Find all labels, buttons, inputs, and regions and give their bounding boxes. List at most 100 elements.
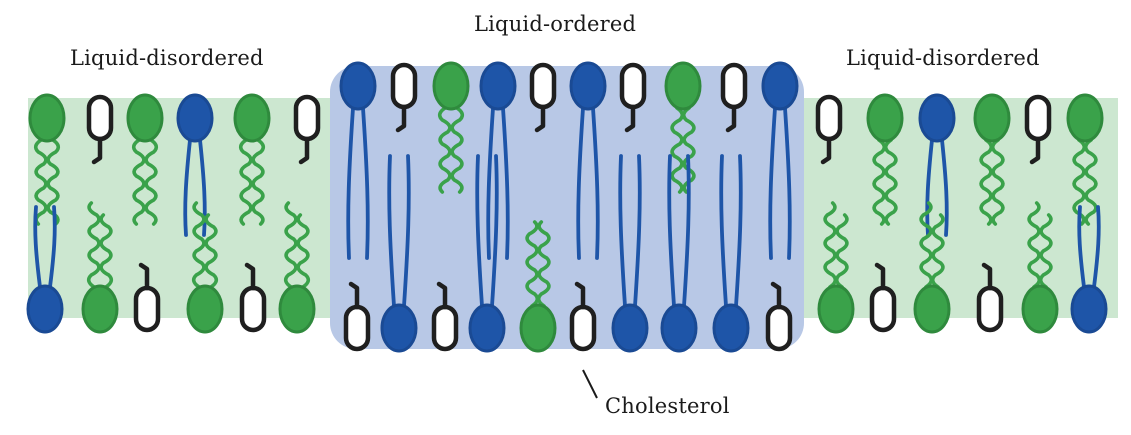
ld-left-top-2-head — [126, 93, 164, 143]
lo-bottom-6-tail-b — [633, 154, 642, 308]
lo-top-0-tail-b — [361, 106, 370, 260]
ld-left-top-4-tail-b — [251, 138, 266, 226]
ld-right-top-3-tail-b — [990, 138, 1005, 226]
ld-right-bottom-3-ring — [976, 285, 1004, 333]
cholesterol-label: Cholesterol — [605, 394, 730, 418]
ld-left-bottom-1-head — [81, 284, 119, 334]
ld-right-top-1-tail-b — [883, 138, 898, 226]
lo-bottom-1-tail-a — [387, 154, 396, 308]
lo-bottom-3-tail-b — [490, 154, 499, 308]
lo-top-3-head — [479, 61, 517, 111]
lo-bottom-0-ring — [343, 304, 371, 352]
ld-left-bottom-3-tail-a — [191, 201, 206, 289]
ld-left-top-0-tail-a — [33, 138, 48, 226]
ld-right-top-1-head — [866, 93, 904, 143]
lo-bottom-6-head — [611, 303, 649, 353]
ld-right-top-1-tail-a — [872, 138, 887, 226]
lo-bottom-5-ring — [569, 304, 597, 352]
lo-bottom-6-tail-a — [618, 154, 627, 308]
ld-right-top-4-ring — [1024, 94, 1052, 142]
lo-bottom-8-tail-a — [719, 154, 728, 308]
lo-top-9-head — [761, 61, 799, 111]
ld-right-top-5-head — [1066, 93, 1104, 143]
lo-bottom-1-head — [380, 303, 418, 353]
ld-right-top-0-ring — [815, 94, 843, 142]
lo-top-9-tail-b — [783, 106, 792, 260]
lo-bottom-8-tail-b — [734, 154, 743, 308]
ld-right-bottom-4-head — [1021, 284, 1059, 334]
ld-left-top-1-tail — [91, 136, 103, 165]
lo-top-2-head — [432, 61, 470, 111]
ld-left-top-4-head — [233, 93, 271, 143]
lo-bottom-9-tail — [770, 281, 782, 310]
lo-bottom-1-tail-b — [402, 154, 411, 308]
lo-top-5-tail-a — [576, 106, 585, 260]
lo-top-8-tail — [725, 104, 737, 133]
ld-right-bottom-1-tail — [874, 262, 886, 291]
ld-right-bottom-2-tail-b — [930, 213, 945, 289]
ld-right-top-5-tail-a — [1072, 138, 1087, 226]
ld-left-top-0-head — [28, 93, 66, 143]
lo-bottom-7-tail-a — [667, 154, 676, 308]
ld-left-bottom-5-head — [278, 284, 316, 334]
ld-left-top-0-tail-b — [46, 138, 61, 226]
ld-left-bottom-3-tail-b — [204, 213, 219, 289]
ld-right-top-2-tail-b — [940, 138, 949, 237]
lo-top-1-ring — [390, 62, 418, 110]
ld-left-bottom-3-head — [186, 284, 224, 334]
ld-left-top-3-tail-b — [198, 138, 207, 237]
lo-top-7-tail-b — [681, 106, 696, 194]
ld-left-top-1-ring — [86, 94, 114, 142]
lo-bottom-0-tail — [348, 281, 360, 310]
ld-right-top-5-tail-b — [1083, 138, 1098, 226]
liquid-disordered-label-left: Liquid-disordered — [70, 46, 264, 70]
ld-left-top-2-tail-b — [144, 138, 159, 226]
ld-right-top-3-head — [973, 93, 1011, 143]
ld-right-bottom-0-head — [817, 284, 855, 334]
ld-right-top-0-tail — [820, 136, 832, 165]
ld-left-bottom-1-tail-a — [86, 201, 101, 289]
ld-right-top-4-tail — [1029, 136, 1041, 165]
lo-top-5-head — [569, 61, 607, 111]
ld-right-bottom-5-tail-b — [1092, 205, 1101, 289]
ld-left-bottom-2-tail — [138, 262, 150, 291]
ld-left-bottom-1-tail-b — [99, 213, 114, 289]
ld-left-bottom-4-tail — [244, 262, 256, 291]
ld-left-bottom-2-ring — [133, 285, 161, 333]
liquid-ordered-label: Liquid-ordered — [474, 12, 637, 36]
lo-top-0-head — [339, 61, 377, 111]
ld-left-top-5-ring — [293, 94, 321, 142]
lo-top-7-tail-a — [670, 106, 685, 194]
lo-bottom-4-tail-b — [536, 220, 551, 308]
liquid-disordered-band-right — [804, 98, 1118, 318]
ld-right-bottom-5-tail-a — [1077, 205, 1086, 289]
ld-left-top-4-tail-a — [238, 138, 253, 226]
lo-top-6-tail — [624, 104, 636, 133]
ld-left-bottom-0-tail-b — [48, 205, 57, 289]
cholesterol-pointer-line — [582, 369, 598, 399]
lo-bottom-2-tail — [436, 281, 448, 310]
lipid-molecules — [26, 61, 1108, 353]
lo-bottom-5-tail — [574, 281, 586, 310]
lo-top-9-tail-a — [768, 106, 777, 260]
ld-left-top-3-head — [176, 93, 214, 143]
lo-bottom-2-ring — [431, 304, 459, 352]
lo-bottom-4-head — [519, 303, 557, 353]
lo-top-4-tail — [534, 104, 546, 133]
lo-top-5-tail-b — [591, 106, 600, 260]
ld-right-bottom-4-tail-a — [1027, 201, 1042, 289]
ld-right-bottom-5-head — [1070, 284, 1108, 334]
lo-bottom-8-head — [712, 303, 750, 353]
lo-top-8-ring — [720, 62, 748, 110]
lo-top-3-tail-b — [501, 106, 510, 260]
lo-bottom-4-tail-a — [525, 220, 540, 308]
ld-right-bottom-0-tail-a — [823, 201, 838, 289]
ld-right-top-2-head — [918, 93, 956, 143]
ld-left-bottom-0-head — [26, 284, 64, 334]
lo-top-1-tail — [395, 104, 407, 133]
lo-top-2-tail-a — [437, 106, 452, 194]
ld-right-top-3-tail-a — [979, 138, 994, 226]
ld-left-bottom-0-tail-a — [33, 205, 42, 289]
